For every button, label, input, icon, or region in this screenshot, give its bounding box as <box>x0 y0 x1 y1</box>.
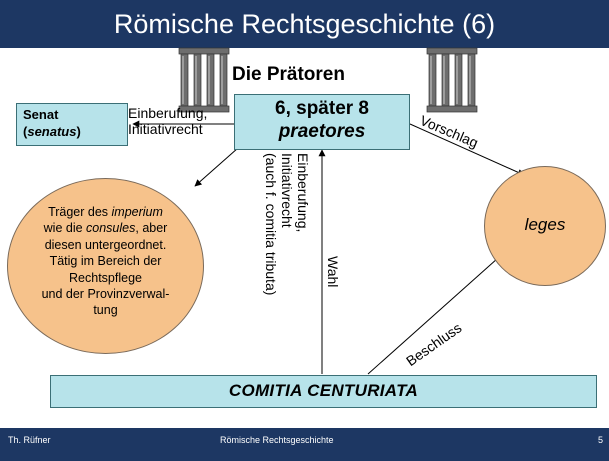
footer-bar: Th. Rüfner Römische Rechtsgeschichte 5 <box>0 428 609 461</box>
comitia-label: COMITIA CENTURIATA <box>228 381 419 400</box>
senat-label: Senat <box>23 107 59 122</box>
imperium-ellipse <box>7 178 204 354</box>
initiativrecht-label: Initiativrecht <box>128 121 203 137</box>
senat-box <box>16 103 128 146</box>
arrow-praetores-to-ellipse <box>194 147 239 187</box>
footer-author: Th. Rüfner <box>8 435 51 445</box>
footer-page-number: 5 <box>598 435 604 445</box>
senatus-label: (senatus) <box>23 124 81 139</box>
wahl-label: Wahl <box>325 256 341 288</box>
footer-center: Römische Rechtsgeschichte <box>220 435 334 445</box>
comitia-box <box>50 375 597 408</box>
leges-label: leges <box>524 215 566 234</box>
leges-ellipse <box>484 166 606 286</box>
imperium-text: Träger des imperium wie die consules, ab… <box>41 205 170 318</box>
slide-title: Römische Rechtsgeschichte (6) <box>113 9 496 39</box>
title-bar <box>0 0 609 48</box>
column-ruins-left <box>178 47 230 113</box>
praetores-box <box>234 94 410 150</box>
heading: Die Prätoren <box>232 64 345 85</box>
einberufung-vertical-3: (auch f. comitia tributa) <box>263 153 279 296</box>
einberufung-label: Einberufung, <box>128 105 208 121</box>
column-ruins-right <box>426 47 478 113</box>
einberufung-vertical-1: Einberufung, <box>295 153 311 233</box>
praetores-count: 6, später 8 <box>275 98 369 119</box>
praetores-label: praetores <box>278 121 366 142</box>
arrow-praetores-to-leges <box>409 123 525 176</box>
arrow-comitia-beschluss <box>367 249 508 375</box>
einberufung-vertical-2: Initiativrecht <box>279 153 295 228</box>
